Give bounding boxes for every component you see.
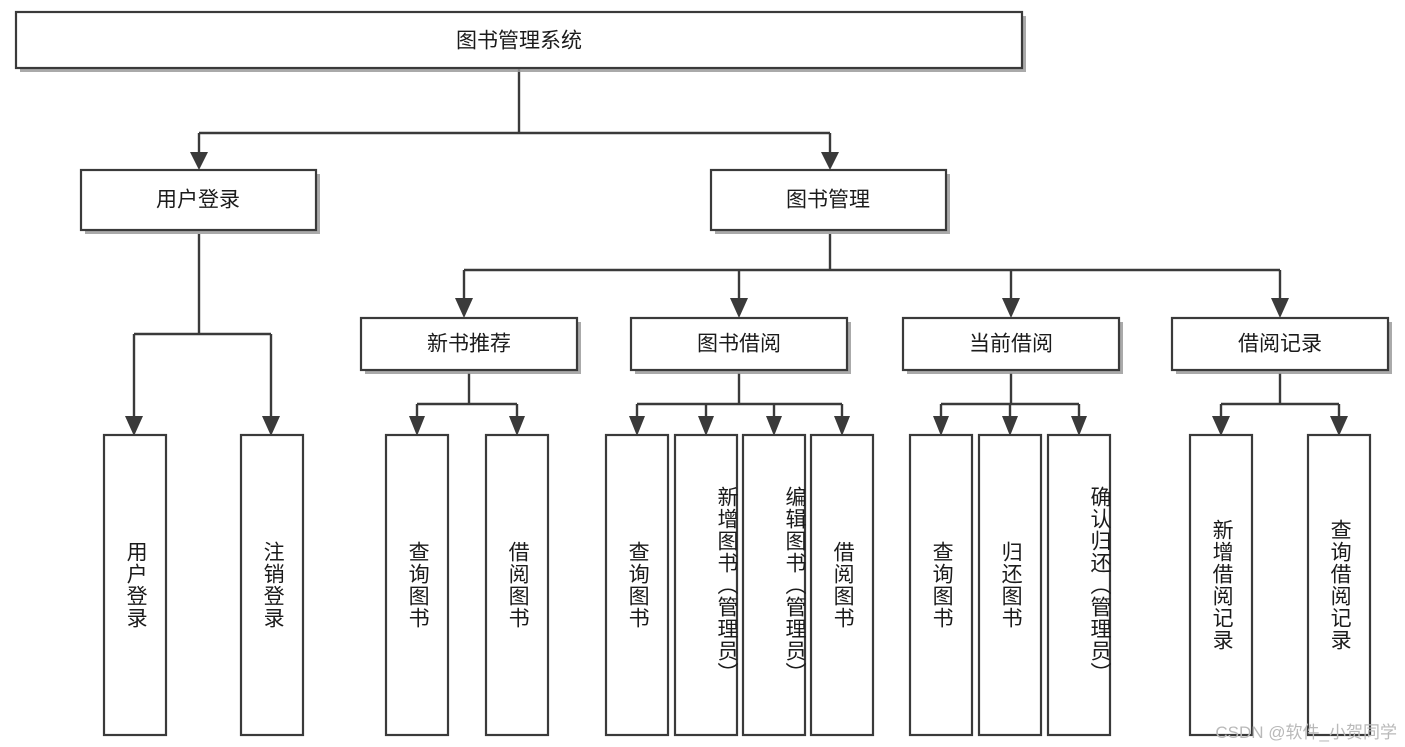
arrow-head-icon [455, 298, 473, 318]
connector-group-records-to-leaves [1212, 373, 1348, 436]
arrow-head-icon [1330, 416, 1348, 436]
node-borrow-records[interactable]: 借阅记录 [1170, 316, 1392, 374]
connector-group-newbook-to-leaves [409, 373, 525, 436]
leaf-box-borrow-book-2[interactable] [809, 433, 875, 737]
node-borrow-records-box[interactable] [1170, 316, 1390, 372]
node-book-borrow[interactable]: 图书借阅 [629, 316, 851, 374]
connector-group-userlogin-to-leaves [125, 234, 280, 436]
arrow-head-icon [262, 416, 280, 436]
arrow-head-icon [766, 416, 782, 436]
arrow-head-icon [629, 416, 645, 436]
node-new-book-recommend-box[interactable] [359, 316, 579, 372]
arrow-head-icon [730, 298, 748, 318]
node-book-borrow-label: 图书借阅 [697, 333, 781, 356]
node-borrow-records-label: 借阅记录 [1238, 333, 1322, 356]
leaf-box-add-book[interactable] [673, 433, 739, 737]
node-book-management-label: 图书管理 [786, 189, 870, 212]
arrow-head-icon [1071, 416, 1087, 436]
arrow-head-icon [1271, 298, 1289, 318]
arrow-head-icon [834, 416, 850, 436]
arrow-head-icon [125, 416, 143, 436]
leaf-box-borrow-book-1[interactable] [484, 433, 550, 737]
node-root[interactable]: 图书管理系统 [14, 10, 1026, 72]
node-user-login-box[interactable] [79, 168, 318, 232]
leaf-box-query-book-2[interactable] [604, 433, 670, 737]
node-current-borrow-label: 当前借阅 [969, 333, 1053, 356]
leaf-box-logout[interactable] [239, 433, 305, 737]
arrow-head-icon [821, 152, 839, 170]
arrow-head-icon [409, 416, 425, 436]
arrow-head-icon [1002, 416, 1018, 436]
node-current-borrow[interactable]: 当前借阅 [901, 316, 1123, 374]
node-user-login[interactable]: 用户登录 [79, 168, 320, 234]
leaf-box-query-book-1[interactable] [384, 433, 450, 737]
connector-group-borrow-to-leaves [629, 373, 850, 436]
node-new-book-recommend[interactable]: 新书推荐 [359, 316, 581, 374]
node-book-borrow-box[interactable] [629, 316, 849, 372]
node-root-box[interactable] [14, 10, 1024, 70]
leaf-box-confirm-return[interactable] [1046, 433, 1112, 737]
arrow-head-icon [698, 416, 714, 436]
leaf-box-return-book[interactable] [977, 433, 1043, 737]
node-current-borrow-box[interactable] [901, 316, 1121, 372]
leaf-box-query-book-3[interactable] [908, 433, 974, 737]
arrow-head-icon [1212, 416, 1230, 436]
connector-group-root-to-level2 [190, 69, 839, 170]
arrow-head-icon [1002, 298, 1020, 318]
arrow-head-icon [190, 152, 208, 170]
connector-group-current-to-leaves [933, 373, 1087, 436]
leaf-box-edit-book[interactable] [741, 433, 807, 737]
leaf-node-group [102, 433, 1372, 737]
leaf-box-query-record[interactable] [1306, 433, 1372, 737]
node-new-book-recommend-label: 新书推荐 [427, 333, 511, 356]
arrow-head-icon [509, 416, 525, 436]
connector-group-bookmgmt-to-level3 [455, 234, 1289, 318]
node-book-management-box[interactable] [709, 168, 948, 232]
leaf-box-user-login[interactable] [102, 433, 168, 737]
node-book-management[interactable]: 图书管理 [709, 168, 950, 234]
arrow-head-icon [933, 416, 949, 436]
leaf-box-add-record[interactable] [1188, 433, 1254, 737]
node-root-label: 图书管理系统 [456, 30, 582, 53]
watermark-text: CSDN @软件_小贺同学 [1215, 723, 1397, 742]
node-user-login-label: 用户登录 [156, 189, 240, 212]
